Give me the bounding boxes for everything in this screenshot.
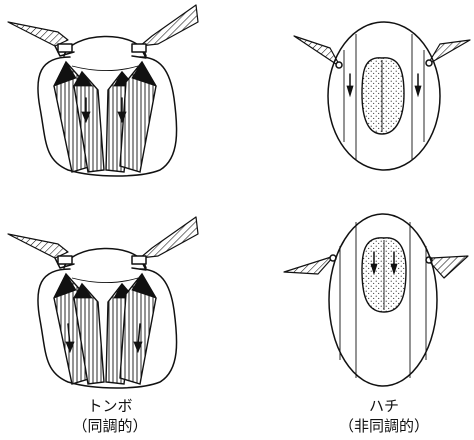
synchronous-label: （同調的） <box>40 416 180 436</box>
bee-upper-diagram <box>294 22 470 170</box>
bee-lower-diagram <box>284 214 468 386</box>
bee-label: ハチ <box>314 396 454 416</box>
dragonfly-upper-diagram <box>8 5 198 176</box>
bee-caption: ハチ （非同調的） <box>314 396 454 436</box>
asynchronous-label: （非同調的） <box>314 416 454 436</box>
dragonfly-caption: トンボ （同調的） <box>40 396 180 436</box>
dragonfly-label: トンボ <box>40 396 180 416</box>
dragonfly-lower-diagram <box>8 217 198 388</box>
